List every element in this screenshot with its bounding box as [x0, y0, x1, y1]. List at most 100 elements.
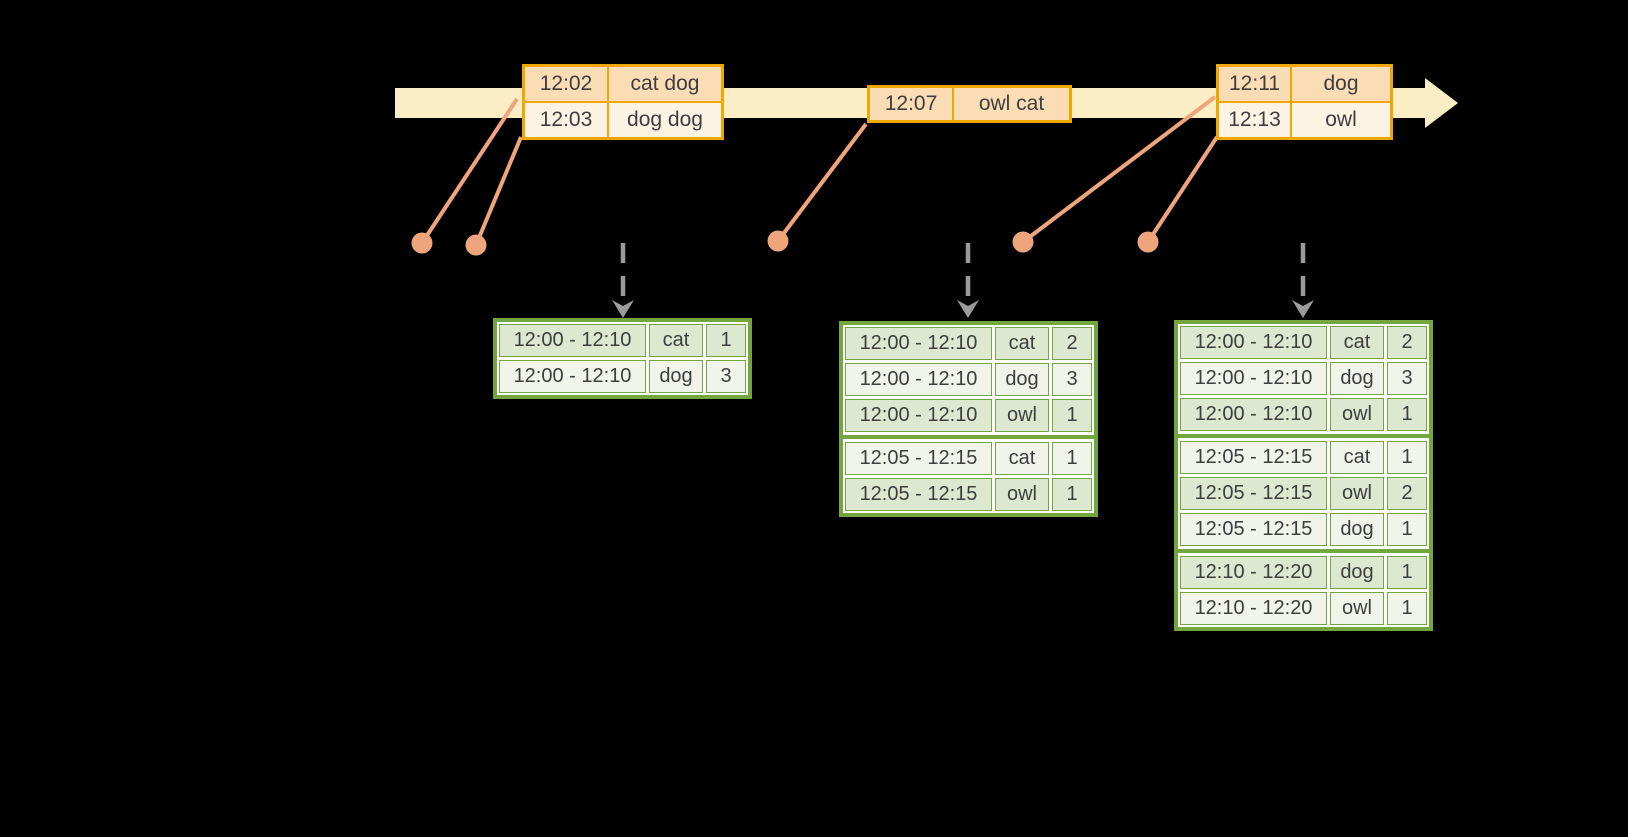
result-word-cell: owl [1330, 398, 1384, 431]
result-count-cell: 1 [1052, 399, 1092, 432]
result-word-cell: dog [649, 360, 703, 393]
event-dot-icon [1012, 231, 1034, 253]
result-window-cell: 12:10 - 12:20 [1180, 556, 1327, 589]
result-count-cell: 1 [706, 324, 746, 357]
result-count-cell: 1 [1387, 398, 1427, 431]
result-word-cell: dog [1330, 513, 1384, 546]
event-connector-line [776, 122, 868, 243]
event-time-cell: 12:02 [525, 67, 609, 101]
result-window-cell: 12:00 - 12:10 [1180, 362, 1327, 395]
result-window-cell: 12:05 - 12:15 [1180, 477, 1327, 510]
result-window-cell: 12:00 - 12:10 [499, 324, 646, 357]
event-time-cell: 12:11 [1219, 67, 1292, 101]
event-words-cell: cat dog [609, 67, 721, 101]
result-count-cell: 1 [1052, 442, 1092, 475]
result-window-cell: 12:05 - 12:15 [1180, 441, 1327, 474]
window-group-divider [1178, 549, 1429, 553]
result-window-cell: 12:05 - 12:15 [845, 478, 992, 511]
result-word-cell: owl [995, 478, 1049, 511]
event-dot-icon [767, 230, 789, 252]
result-word-cell: cat [1330, 326, 1384, 359]
result-word-cell: dog [1330, 556, 1384, 589]
result-word-cell: dog [995, 363, 1049, 396]
event-words-cell: owl [1292, 103, 1390, 137]
event-words-cell: dog dog [609, 103, 721, 137]
result-count-cell: 3 [1052, 363, 1092, 396]
result-word-cell: dog [1330, 362, 1384, 395]
result-count-cell: 1 [1387, 513, 1427, 546]
result-word-cell: cat [995, 327, 1049, 360]
result-word-cell: cat [1330, 441, 1384, 474]
window-group-divider [1178, 434, 1429, 438]
event-dot-icon [411, 232, 433, 254]
event-connector-line [420, 97, 519, 245]
result-count-cell: 2 [1052, 327, 1092, 360]
down-arrowhead-icon [957, 300, 979, 318]
result-window-cell: 12:00 - 12:10 [499, 360, 646, 393]
down-arrowhead-icon [1292, 300, 1314, 318]
event-dot-icon [465, 234, 487, 256]
event-connectors [411, 95, 1219, 256]
event-words-cell: dog [1292, 67, 1390, 101]
event-connector-line [474, 136, 523, 246]
result-count-cell: 3 [706, 360, 746, 393]
result-count-cell: 1 [1052, 478, 1092, 511]
result-count-cell: 1 [1387, 441, 1427, 474]
event-time-cell: 12:07 [870, 88, 954, 120]
result-word-cell: cat [995, 442, 1049, 475]
result-window-cell: 12:10 - 12:20 [1180, 592, 1327, 625]
result-window-cell: 12:00 - 12:10 [845, 399, 992, 432]
result-window-cell: 12:00 - 12:10 [1180, 326, 1327, 359]
window-group-divider [843, 435, 1094, 439]
result-window-cell: 12:00 - 12:10 [1180, 398, 1327, 431]
result-window-cell: 12:00 - 12:10 [845, 363, 992, 396]
down-arrowhead-icon [612, 300, 634, 318]
result-window-cell: 12:05 - 12:15 [1180, 513, 1327, 546]
event-words-cell: owl cat [954, 88, 1069, 120]
result-count-cell: 2 [1387, 326, 1427, 359]
result-window-cell: 12:05 - 12:15 [845, 442, 992, 475]
event-connector-line [1146, 135, 1219, 244]
event-time-cell: 12:13 [1219, 103, 1292, 137]
event-time-cell: 12:03 [525, 103, 609, 137]
event-connector-line [1021, 95, 1217, 244]
result-count-cell: 2 [1387, 477, 1427, 510]
result-count-cell: 3 [1387, 362, 1427, 395]
result-word-cell: owl [1330, 592, 1384, 625]
trigger-arrows [612, 243, 1314, 318]
result-window-cell: 12:00 - 12:10 [845, 327, 992, 360]
event-time-axis-arrowhead-icon [1425, 78, 1458, 128]
result-word-cell: owl [1330, 477, 1384, 510]
result-word-cell: owl [995, 399, 1049, 432]
event-dot-icon [1137, 231, 1159, 253]
result-count-cell: 1 [1387, 592, 1427, 625]
result-word-cell: cat [649, 324, 703, 357]
